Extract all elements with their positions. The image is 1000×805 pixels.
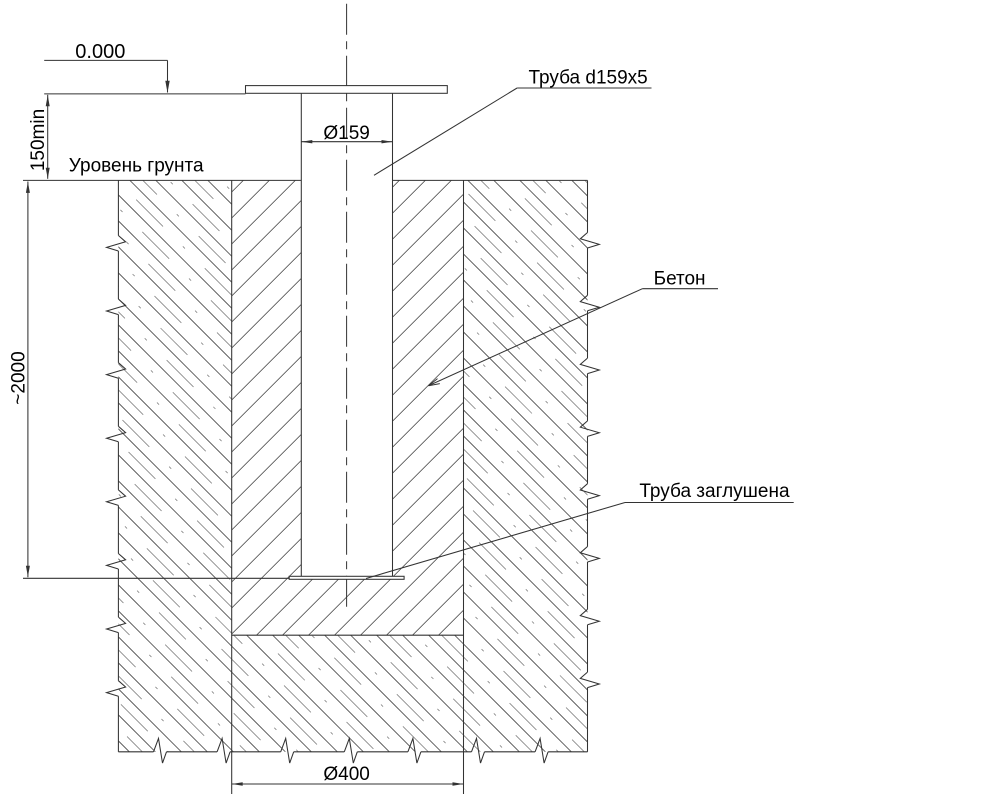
svg-text:~2000: ~2000 [8, 351, 29, 404]
svg-text:Труба заглушена: Труба заглушена [639, 481, 790, 502]
svg-text:Ø159: Ø159 [323, 123, 369, 144]
svg-text:Труба d159x5: Труба d159x5 [529, 68, 648, 89]
svg-text:Уровень грунта: Уровень грунта [69, 156, 204, 177]
svg-text:0.000: 0.000 [75, 41, 125, 63]
svg-text:Ø400: Ø400 [323, 764, 369, 785]
svg-text:150min: 150min [28, 109, 49, 171]
svg-text:Бетон: Бетон [654, 268, 706, 289]
